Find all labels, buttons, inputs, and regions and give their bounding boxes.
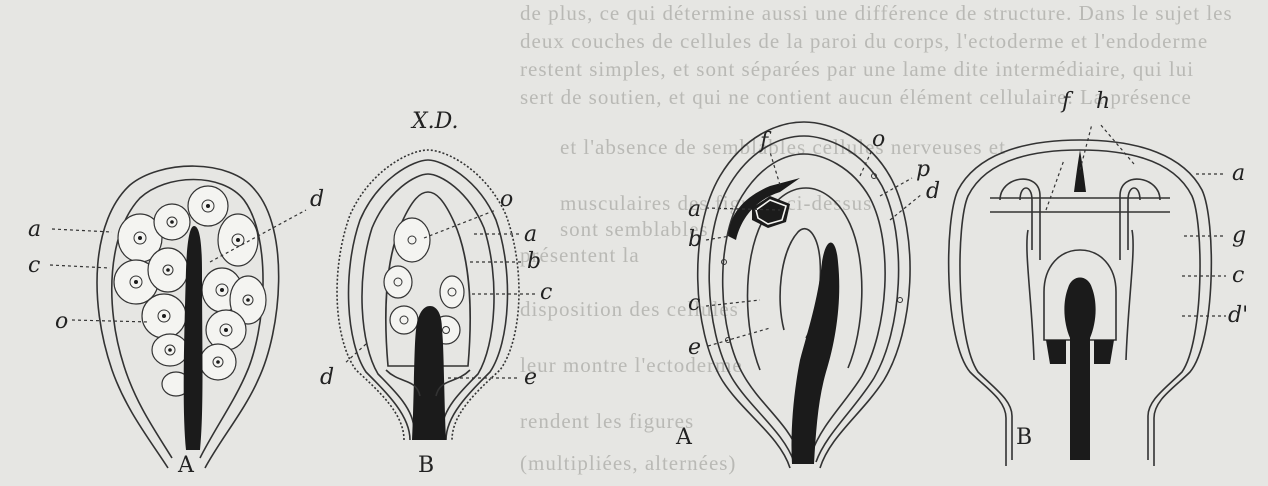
bg-line: restent simples, et sont séparées par un… (520, 57, 1194, 81)
figure-caption: B (1016, 425, 1032, 450)
central-column (1064, 278, 1095, 461)
central-column (412, 306, 446, 440)
bg-line: deux couches de cellules de la paroi du … (520, 29, 1208, 53)
figure-2-ovule: X.D. o a b c d e B (320, 109, 552, 478)
label-a: a (28, 217, 41, 242)
label-e: e (524, 365, 537, 390)
bg-line: (multipliées, alternées) (520, 451, 736, 475)
label-e: e (688, 335, 701, 360)
label-o: o (872, 127, 885, 152)
label-a: a (688, 197, 701, 222)
central-column (791, 243, 839, 465)
label-c: c (688, 291, 700, 316)
figure-3-ovule: f o p a d b c e A (675, 122, 940, 468)
label-h: h (1096, 89, 1110, 114)
label-d: d (310, 187, 324, 212)
bg-line: disposition des cellules (520, 297, 739, 321)
bg-line: sert de soutien, et qui ne contient aucu… (520, 85, 1192, 109)
label-a: a (524, 222, 537, 247)
bg-line: rendent les figures (520, 409, 694, 433)
figure-caption: A (675, 425, 693, 450)
central-column (184, 226, 203, 450)
label-g: g (1232, 223, 1246, 248)
label-d: d (926, 179, 940, 204)
label-c: c (540, 280, 552, 305)
bg-line: de plus, ce qui détermine aussi une diff… (520, 1, 1233, 25)
monogram: X.D. (410, 109, 459, 134)
label-c: c (1232, 263, 1244, 288)
figure-caption: B (418, 453, 434, 478)
label-b: b (527, 249, 541, 274)
label-d-prime: d' (1228, 303, 1248, 328)
bg-line: sont semblables (560, 217, 709, 241)
label-o: o (55, 309, 68, 334)
label-a: a (1232, 161, 1245, 186)
figure-caption: A (177, 453, 195, 478)
label-c: c (28, 253, 40, 278)
figure-1-ovule: a c o d A (28, 166, 324, 478)
bg-line: leur montre l'ectoderme (520, 353, 743, 377)
label-o: o (500, 187, 513, 212)
label-b: b (688, 227, 702, 252)
background-text: de plus, ce qui détermine aussi une diff… (520, 1, 1233, 475)
label-d: d (320, 365, 334, 390)
